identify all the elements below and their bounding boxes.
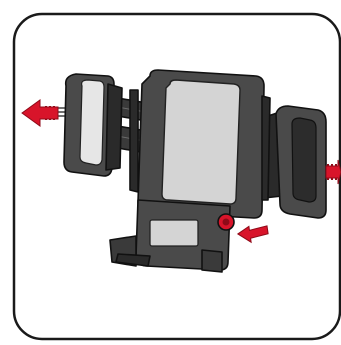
left-grip-pad	[80, 80, 104, 165]
left-gripping-arm	[58, 74, 122, 176]
base-window	[150, 220, 198, 246]
cradle-body	[130, 70, 270, 218]
right-grip-pad	[292, 118, 316, 202]
phone-screen	[162, 80, 240, 204]
